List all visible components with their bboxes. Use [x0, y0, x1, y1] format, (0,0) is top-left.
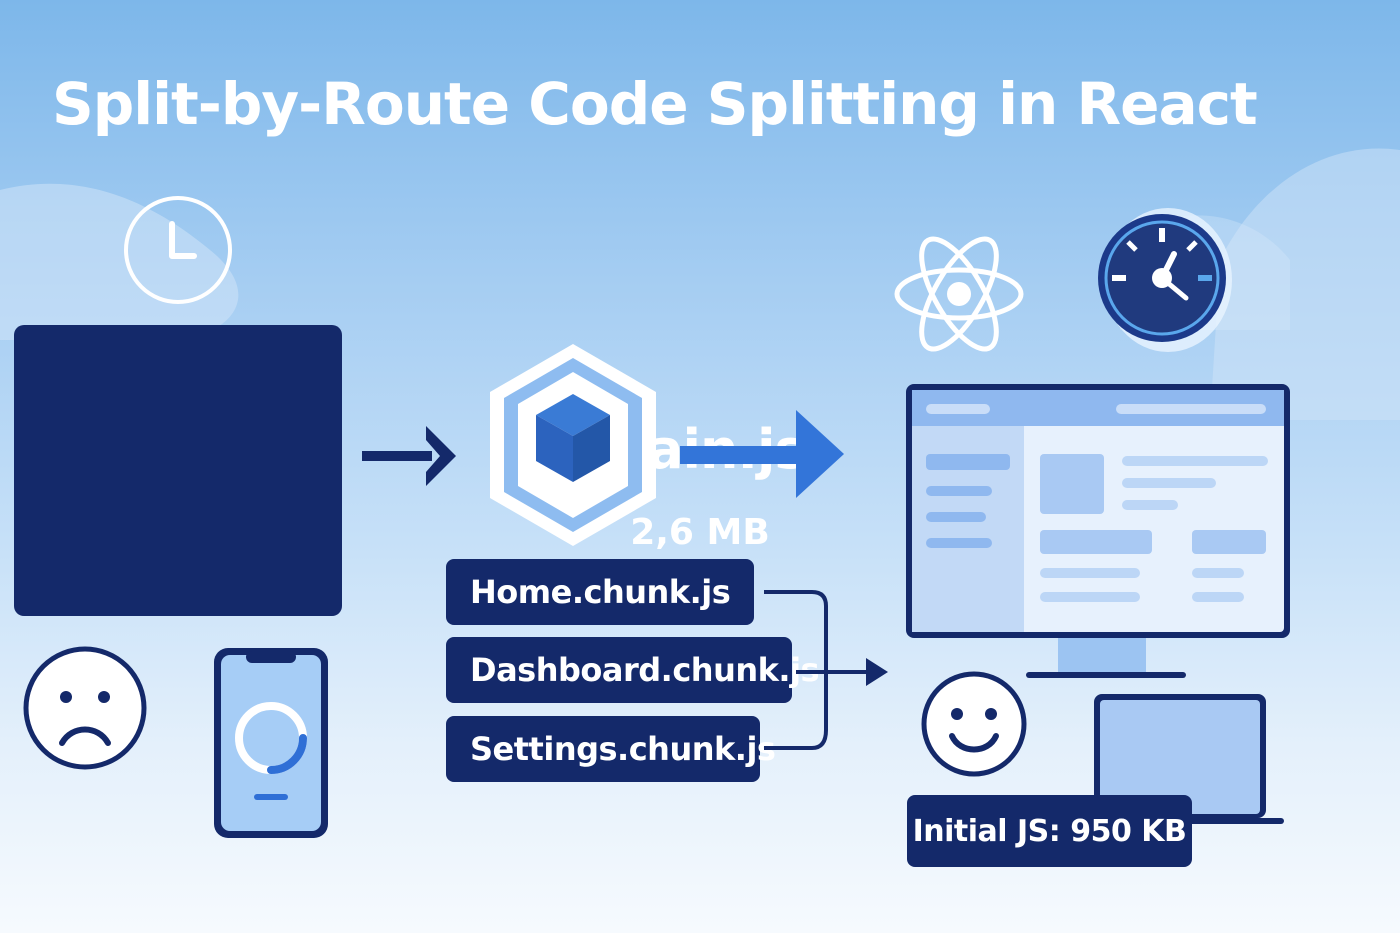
- react-icon: [894, 236, 1024, 352]
- monitor-icon: [906, 384, 1290, 678]
- main-bundle-box: [14, 325, 342, 616]
- laptop-icon: [1090, 694, 1284, 824]
- sad-face-icon: [23, 646, 147, 770]
- initial-js-badge: Initial JS: 950 KB: [907, 795, 1192, 867]
- chunk-home: Home.chunk.js: [446, 559, 754, 625]
- clock-icon: [124, 196, 232, 304]
- stopwatch-icon: [1098, 208, 1232, 352]
- page-title: Split-by-Route Code Splitting in React: [52, 70, 1258, 138]
- arrow-right-icon: [680, 410, 844, 498]
- chunk-settings: Settings.chunk.js: [446, 716, 776, 782]
- phone-loading-icon: [214, 648, 328, 838]
- main-bundle-size: 2,6 MB: [630, 512, 770, 553]
- webpack-icon: [490, 344, 656, 546]
- chunk-connector-lines: [764, 590, 888, 750]
- arrow-right-icon: [362, 426, 456, 486]
- chunk-dashboard: Dashboard.chunk.js: [446, 637, 820, 703]
- happy-face-icon: [921, 671, 1027, 777]
